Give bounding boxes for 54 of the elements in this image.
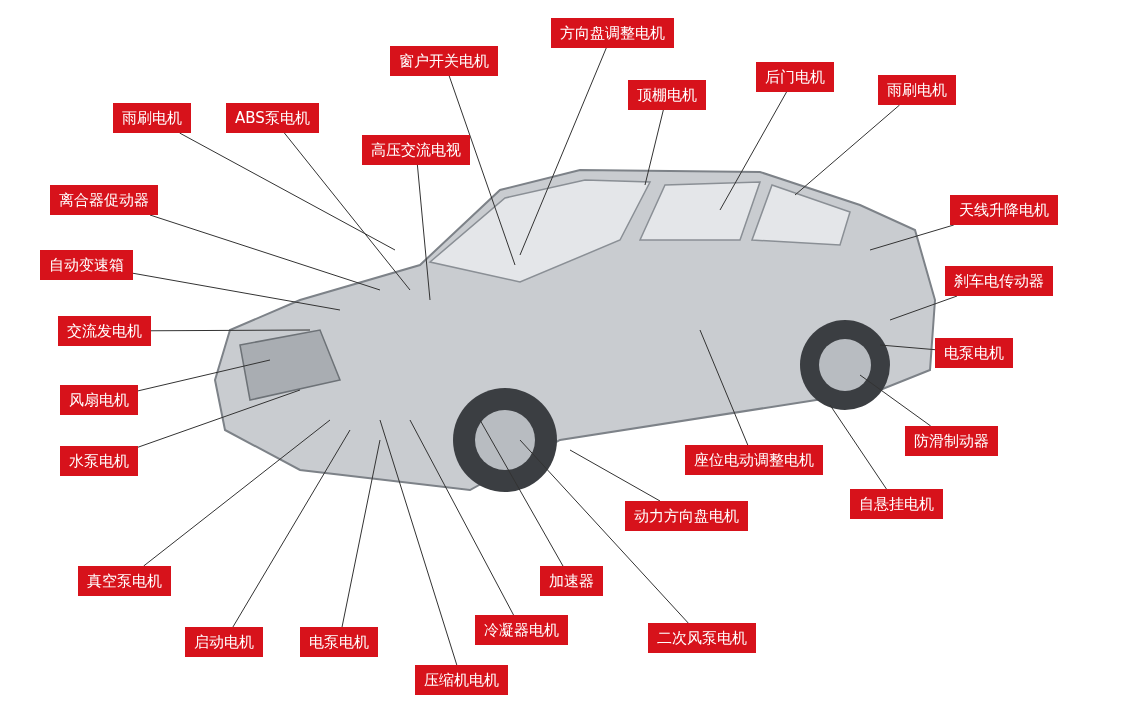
part-label: 自悬挂电机 xyxy=(850,489,943,519)
leader-line xyxy=(341,439,381,628)
leader-line xyxy=(644,109,664,186)
leader-line xyxy=(137,389,301,448)
leader-line xyxy=(794,104,901,196)
part-label: 风扇电机 xyxy=(60,385,138,415)
leader-line xyxy=(829,404,887,490)
leader-line xyxy=(699,329,749,446)
part-label: 电泵电机 xyxy=(300,627,378,657)
part-label: 窗户开关电机 xyxy=(390,46,498,76)
leader-line xyxy=(859,374,932,427)
leader-line xyxy=(869,224,955,251)
leader-line xyxy=(519,439,689,624)
leader-line xyxy=(283,132,411,291)
leader-line xyxy=(479,419,564,567)
leader-line xyxy=(179,132,396,251)
part-label: 自动变速箱 xyxy=(40,250,133,280)
leader-line xyxy=(519,47,607,256)
part-label: 防滑制动器 xyxy=(905,426,998,456)
part-label: 高压交流电视 xyxy=(362,135,470,165)
part-label: 雨刷电机 xyxy=(878,75,956,105)
leader-line xyxy=(137,359,271,392)
leader-line xyxy=(719,91,788,211)
leader-line xyxy=(409,419,515,616)
leader-line xyxy=(143,419,331,567)
leader-line xyxy=(232,429,351,628)
part-label: 离合器促动器 xyxy=(50,185,158,215)
part-label: 雨刷电机 xyxy=(113,103,191,133)
part-label: 真空泵电机 xyxy=(78,566,171,596)
leader-line xyxy=(149,214,381,291)
leader-line xyxy=(416,164,431,301)
leader-line xyxy=(448,75,516,266)
part-label: 座位电动调整电机 xyxy=(685,445,823,475)
leader-line xyxy=(132,272,341,311)
part-label: 压缩机电机 xyxy=(415,665,508,695)
part-label: 启动电机 xyxy=(185,627,263,657)
part-label: 刹车电传动器 xyxy=(945,266,1053,296)
part-label: 水泵电机 xyxy=(60,446,138,476)
leader-line xyxy=(150,329,311,332)
part-label: 方向盘调整电机 xyxy=(551,18,674,48)
leader-line xyxy=(889,295,958,321)
part-label: 冷凝器电机 xyxy=(475,615,568,645)
part-label: ABS泵电机 xyxy=(226,103,319,133)
part-label: 天线升降电机 xyxy=(950,195,1058,225)
part-label: 二次风泵电机 xyxy=(648,623,756,653)
part-label: 加速器 xyxy=(540,566,603,596)
part-label: 顶棚电机 xyxy=(628,80,706,110)
leader-line xyxy=(879,344,936,351)
part-label: 动力方向盘电机 xyxy=(625,501,748,531)
leader-line xyxy=(569,449,661,502)
part-label: 电泵电机 xyxy=(935,338,1013,368)
part-label: 交流发电机 xyxy=(58,316,151,346)
leader-line xyxy=(379,419,458,666)
part-label: 后门电机 xyxy=(756,62,834,92)
